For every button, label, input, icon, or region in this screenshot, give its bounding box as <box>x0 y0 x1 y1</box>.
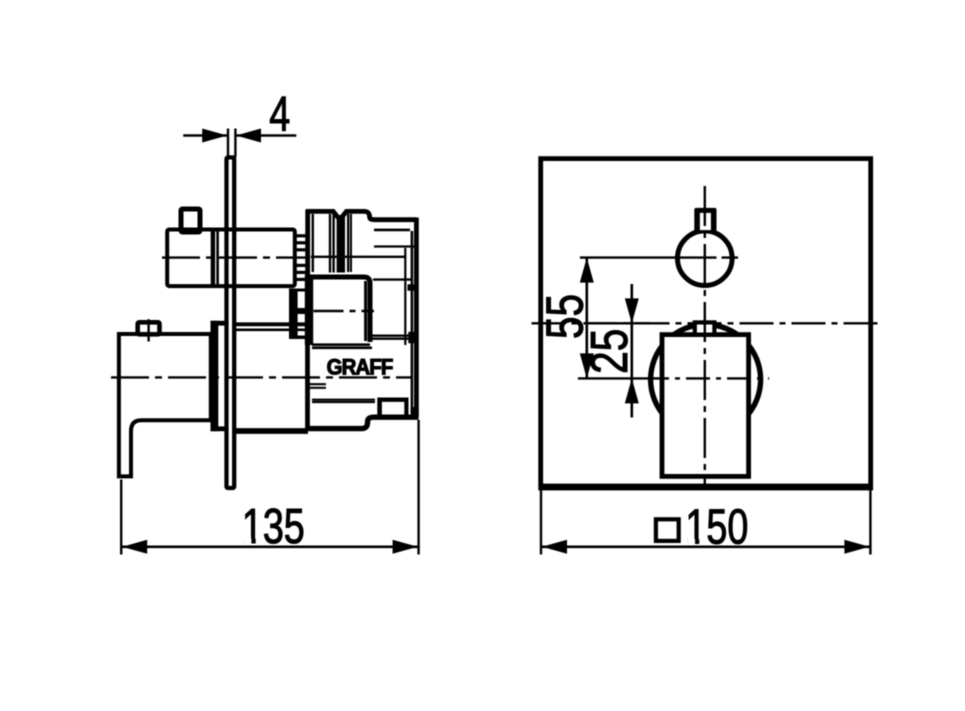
svg-text:135: 135 <box>242 499 305 554</box>
svg-text:150: 150 <box>685 500 748 555</box>
svg-text:GRAFF: GRAFF <box>327 355 394 380</box>
svg-text:4: 4 <box>269 87 290 142</box>
svg-text:55: 55 <box>536 294 594 339</box>
svg-text:25: 25 <box>580 329 638 374</box>
